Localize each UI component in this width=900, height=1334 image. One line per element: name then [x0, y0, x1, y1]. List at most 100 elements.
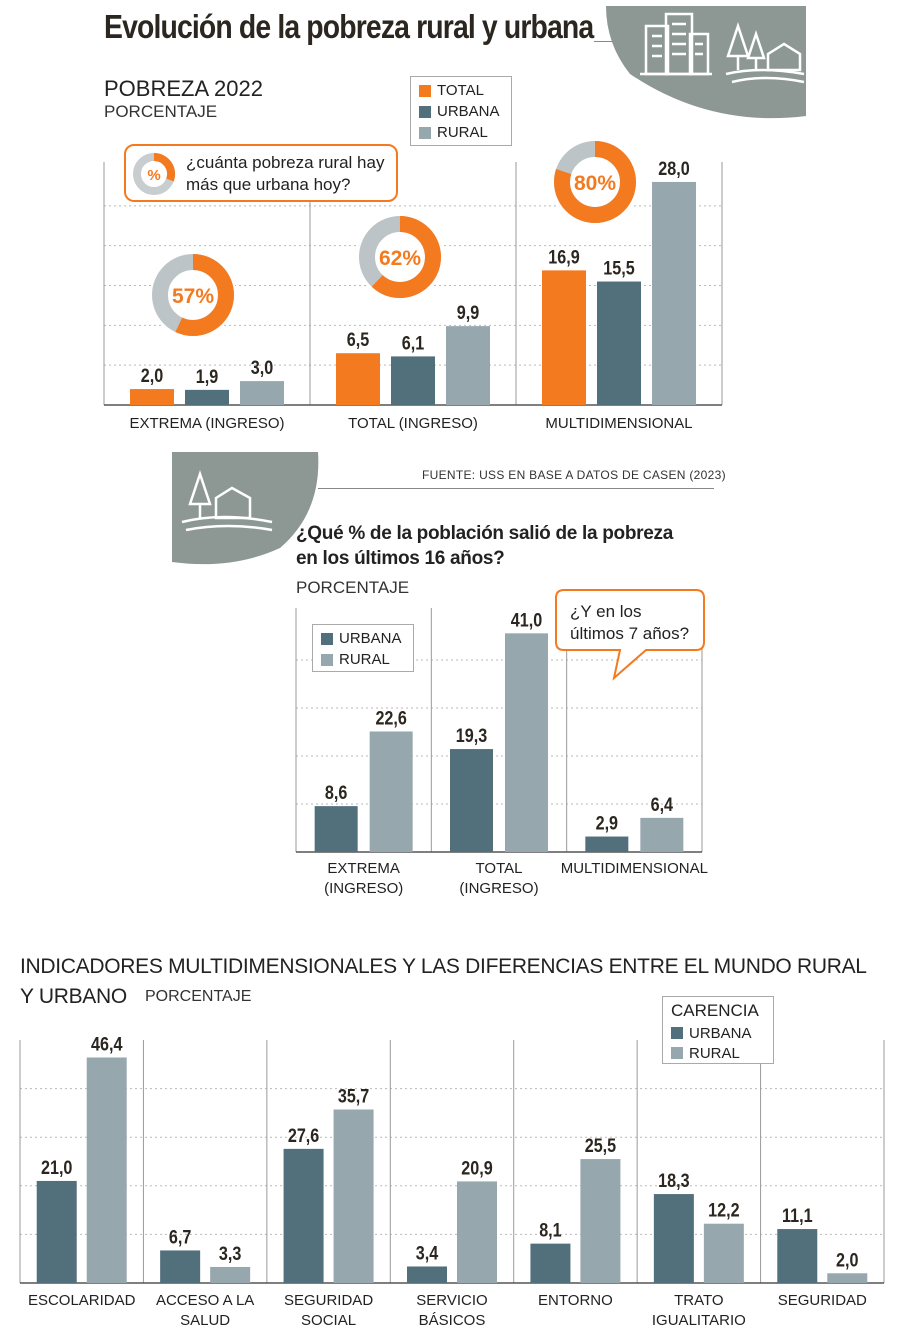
- data-label: 3,3: [219, 1243, 242, 1265]
- bar-rural: [827, 1273, 868, 1283]
- bar-urbana: [777, 1229, 818, 1283]
- section3-subtitle: PORCENTAJE: [145, 988, 252, 1005]
- category-label: ENTORNO: [538, 1292, 613, 1309]
- category-label: TRATO: [674, 1292, 723, 1309]
- data-label: 21,0: [41, 1157, 73, 1179]
- bar-urbana: [314, 806, 358, 852]
- category-label: SEGURIDAD: [778, 1292, 867, 1309]
- data-label: 46,4: [91, 1033, 123, 1055]
- data-label: 6,4: [651, 794, 674, 816]
- data-label: 22,6: [375, 707, 407, 729]
- bar-total: [542, 270, 586, 405]
- data-label: 2,0: [141, 365, 164, 387]
- bubble-line-1: ¿Y en los: [570, 602, 642, 621]
- data-label: 3,4: [416, 1242, 439, 1264]
- bar-urbana: [407, 1266, 447, 1283]
- category-label: TOTAL: [476, 860, 523, 877]
- data-label: 27,6: [288, 1125, 320, 1147]
- donut-arc: [554, 141, 636, 223]
- category-label: MULTIDIMENSIONAL: [561, 860, 708, 877]
- legend3-label-urbana: URBANA: [689, 1024, 752, 1042]
- data-label: 35,7: [338, 1085, 370, 1107]
- data-label: 16,9: [548, 246, 580, 268]
- data-label: 2,9: [596, 812, 619, 834]
- category-label: ACCESO A LA: [156, 1292, 254, 1309]
- data-label: 6,1: [402, 332, 425, 354]
- page-title: Evolución de la pobreza rural y urbana: [104, 8, 594, 45]
- data-label: 25,5: [585, 1135, 617, 1157]
- data-label: 6,7: [169, 1226, 192, 1248]
- bar-rural: [652, 181, 696, 405]
- legend2-item-rural: RURAL: [321, 649, 413, 670]
- legend-item-urbana: URBANA: [419, 101, 511, 122]
- legend3-item-rural: RURAL: [671, 1043, 773, 1063]
- bar-rural: [580, 1159, 621, 1283]
- section2-subtitle: PORCENTAJE: [296, 578, 410, 597]
- legend3-swatch-urbana: [671, 1027, 683, 1039]
- bar-urbana: [653, 1194, 694, 1283]
- bar-urbana: [283, 1148, 324, 1283]
- header-shape-fill: [606, 6, 806, 119]
- data-label: 20,9: [461, 1157, 493, 1179]
- bar-rural: [505, 633, 548, 852]
- section1-subtitle: PORCENTAJE: [104, 102, 218, 121]
- buildings-icon: [640, 12, 712, 76]
- section1-legend: TOTAL URBANA RURAL: [410, 76, 512, 146]
- data-label: 28,0: [658, 158, 690, 180]
- source-note: FUENTE: USS EN BASE A DATOS DE CASEN (20…: [422, 468, 726, 482]
- legend3-title: CARENCIA: [671, 1001, 759, 1020]
- percent-badge-text: %: [147, 167, 160, 184]
- bar-urbana: [530, 1243, 571, 1283]
- legend3-swatch-rural: [671, 1047, 683, 1059]
- bar-rural: [640, 817, 684, 852]
- source-rule: [318, 488, 714, 489]
- section1-title: POBREZA 2022: [104, 76, 263, 101]
- legend-swatch-total: [419, 84, 431, 97]
- data-label: 8,6: [325, 782, 348, 804]
- category-label: (INGRESO): [459, 880, 538, 897]
- data-label: 41,0: [511, 609, 543, 631]
- section3-title-line2: Y URBANO: [20, 985, 127, 1008]
- bar-rural: [86, 1057, 127, 1283]
- section2-legend: URBANA RURAL: [312, 624, 414, 672]
- section3-title-line1: INDICADORES MULTIDIMENSIONALES Y LAS DIF…: [20, 955, 867, 978]
- category-label: IGUALITARIO: [652, 1312, 746, 1329]
- category-label: SERVICIO: [416, 1292, 487, 1309]
- category-label: EXTREMA (INGRESO): [129, 415, 284, 432]
- legend2-label-urbana: URBANA: [339, 630, 402, 647]
- data-label: 3,0: [251, 357, 274, 379]
- speech-bubble-shape: [555, 589, 705, 681]
- bar-urbana: [597, 281, 641, 405]
- data-label: 9,9: [457, 302, 480, 324]
- bar-rural: [369, 731, 413, 852]
- bar-total: [130, 389, 174, 405]
- legend-swatch-rural: [419, 126, 431, 139]
- legend2-item-urbana: URBANA: [321, 628, 413, 649]
- legend-item-total: TOTAL: [419, 80, 511, 101]
- legend-item-rural: RURAL: [419, 122, 511, 143]
- speech-bubble: [555, 589, 705, 681]
- data-label: 12,2: [708, 1199, 740, 1221]
- data-label: 18,3: [658, 1170, 690, 1192]
- legend3-item-urbana: URBANA: [671, 1023, 773, 1043]
- bar-urbana: [585, 836, 629, 852]
- bar-total: [336, 353, 380, 405]
- legend2-swatch-urbana: [321, 632, 333, 645]
- data-label: 1,9: [196, 366, 219, 388]
- donut-label: 80%: [574, 172, 616, 195]
- legend-label-rural: RURAL: [437, 124, 488, 141]
- bar-rural: [210, 1266, 251, 1283]
- rural-shape: [172, 452, 319, 565]
- donut-arc: [359, 216, 441, 298]
- section2-title-line1: ¿Qué % de la población salió de la pobre…: [296, 523, 673, 544]
- callout-line-2: más que urbana hoy?: [186, 175, 351, 194]
- category-label: SOCIAL: [301, 1312, 356, 1329]
- bar-urbana: [160, 1250, 201, 1283]
- bar-urbana: [36, 1180, 77, 1283]
- data-label: 19,3: [456, 725, 488, 747]
- legend-swatch-urbana: [419, 105, 431, 118]
- bar-urbana: [391, 356, 435, 405]
- bar-rural: [446, 326, 490, 405]
- category-label: BÁSICOS: [419, 1312, 486, 1329]
